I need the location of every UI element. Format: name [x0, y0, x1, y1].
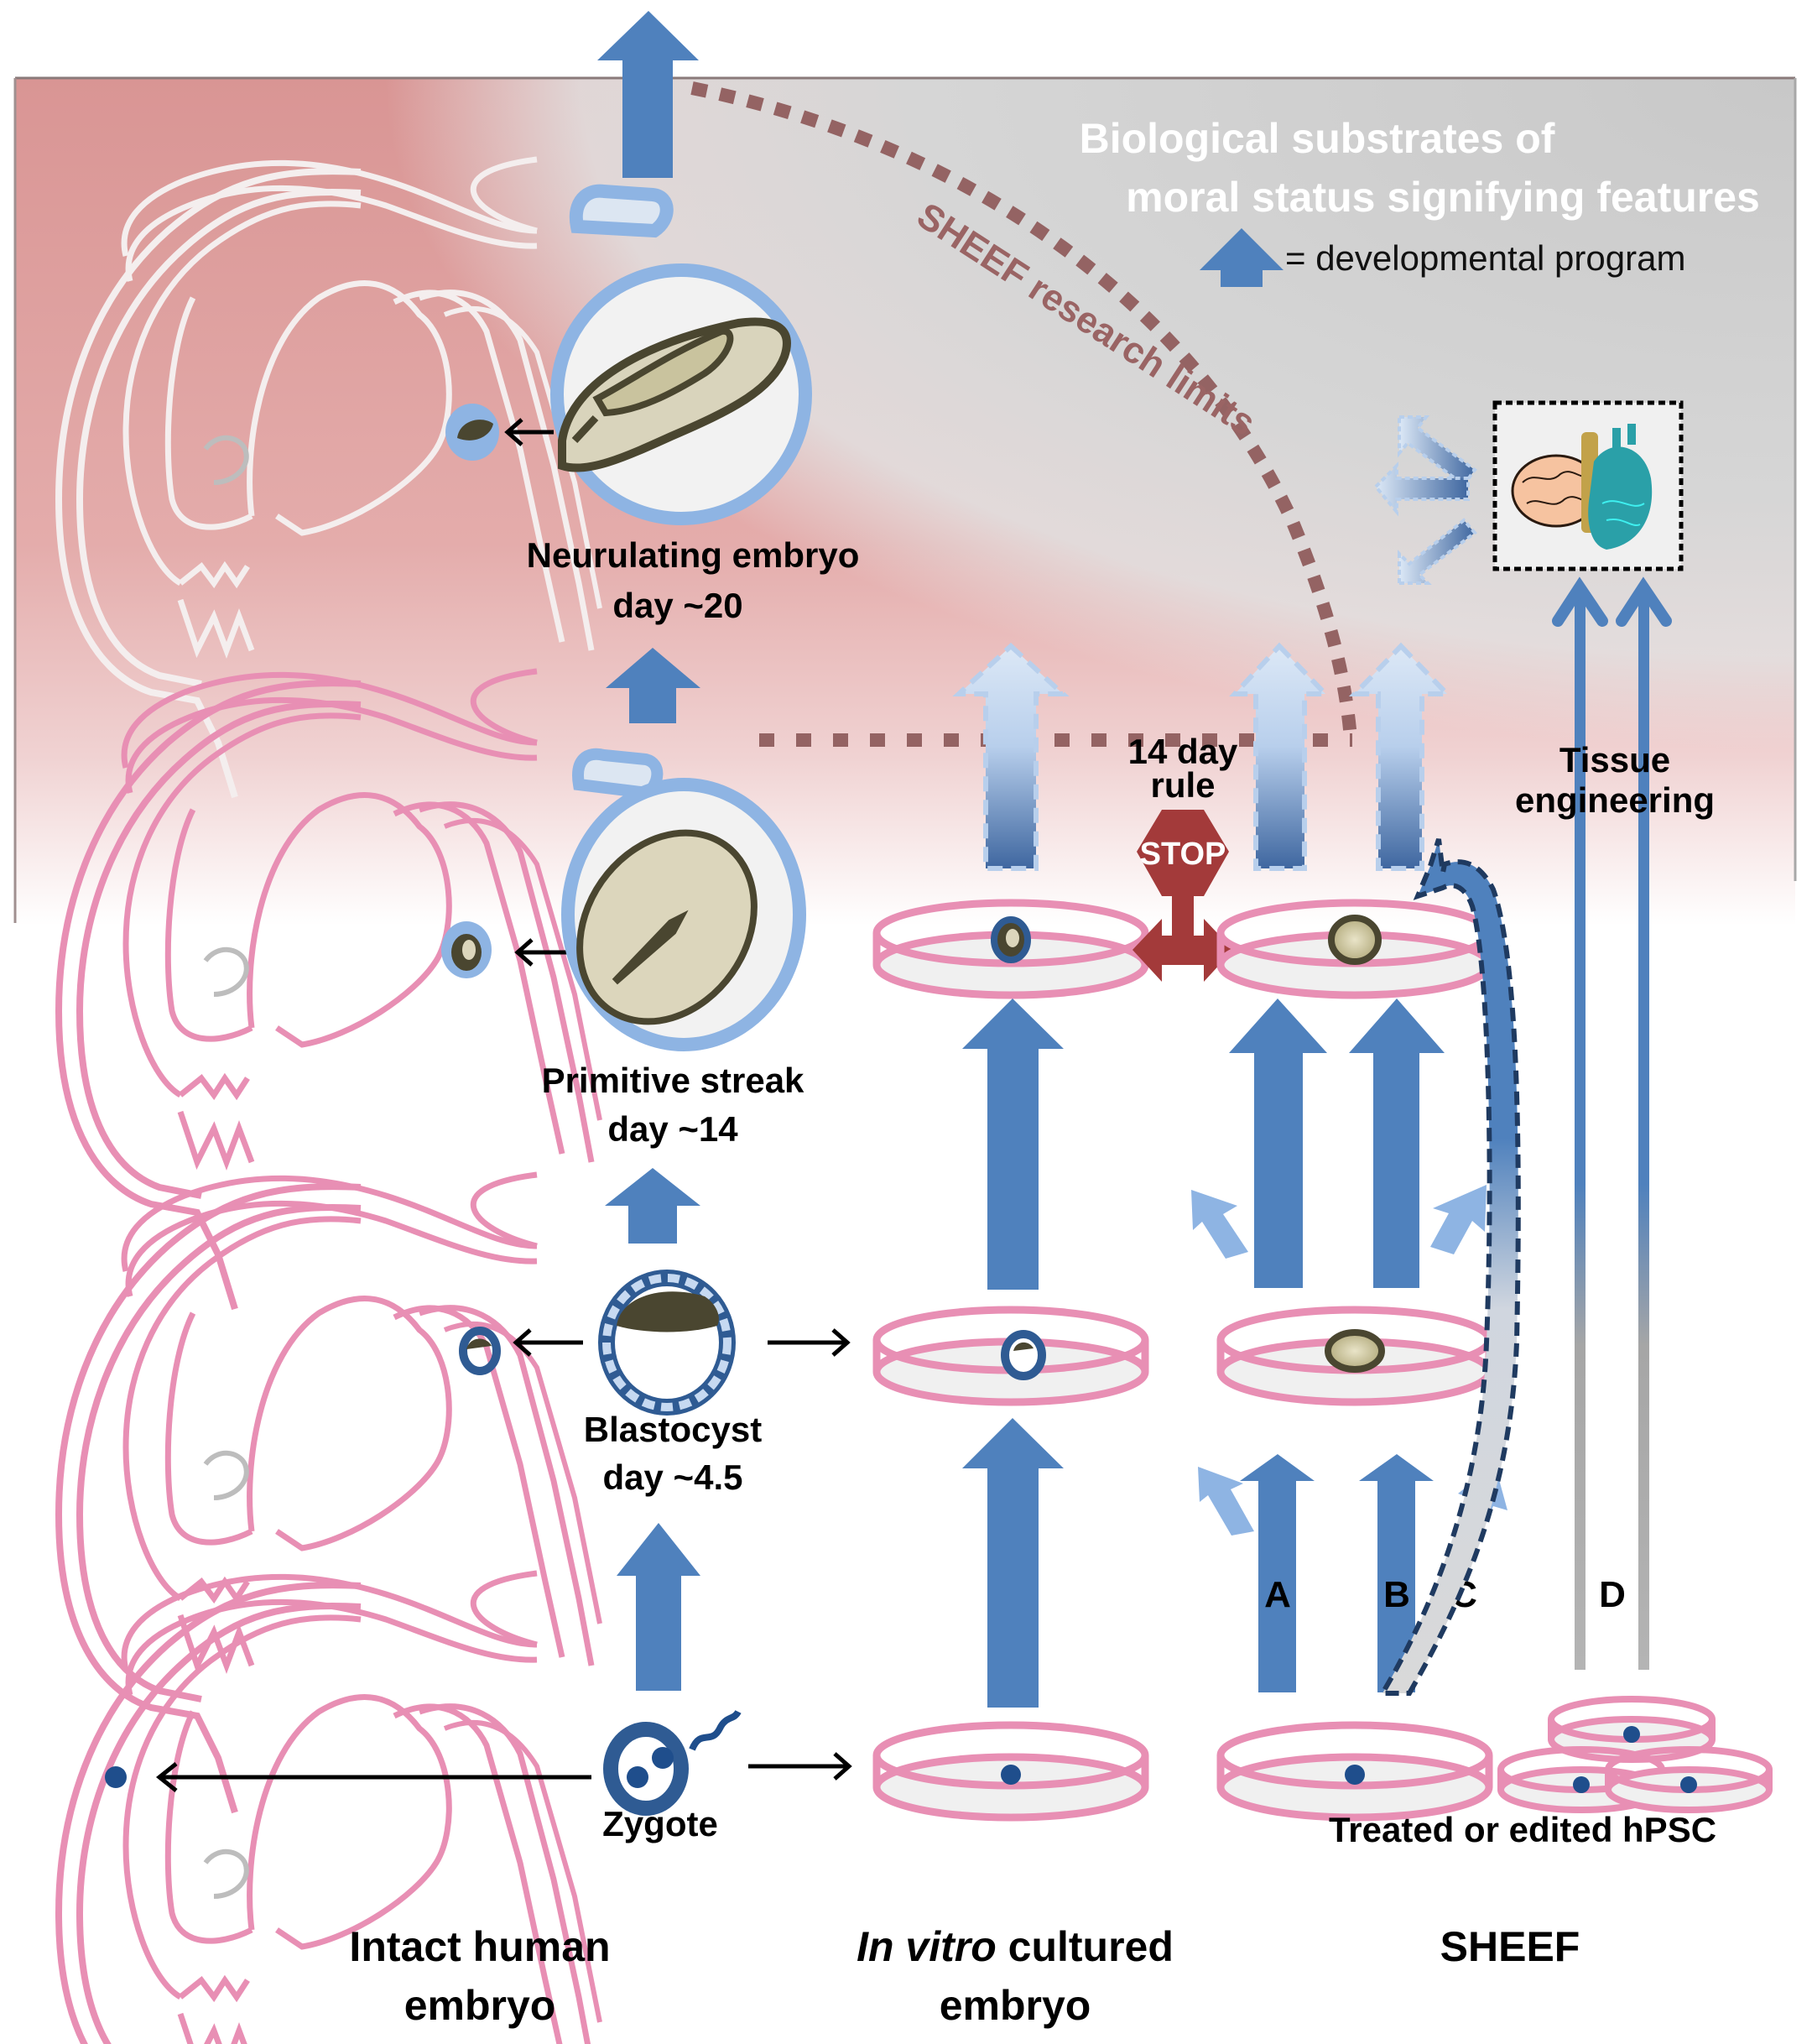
dish-in-vitro-middle [877, 1310, 1145, 1402]
divergent-arrow-lower-left [1198, 1467, 1254, 1536]
uterus-zygote [59, 1573, 600, 2044]
hpsc-dish-stack [1501, 1699, 1769, 1810]
column-label-intact-line1: Intact human [349, 1923, 610, 1970]
implanted-neurulating-embryo [445, 404, 499, 461]
ghost-arrow-in-vitro [952, 642, 1070, 871]
divergent-arrow-upper-left [1191, 1190, 1248, 1259]
blue-up-arrow-icon [1200, 228, 1284, 287]
developmental-arrow-sheef-upper-b [1349, 999, 1445, 1288]
stage-name-blastocyst: Blastocyst [584, 1410, 762, 1449]
path-letter-a: A [1264, 1574, 1291, 1615]
developmental-arrow-blastocyst-to-ps [605, 1168, 700, 1244]
ghost-arrow-sheef-b [1348, 642, 1454, 871]
divergent-arrow-upper-right [1430, 1185, 1487, 1254]
hpsc-label: Treated or edited hPSC [1329, 1810, 1716, 1849]
stage-to-uterus-arrows [155, 418, 852, 1792]
fourteen-day-rule-line2: rule [1150, 765, 1215, 805]
panel-title-line2: moral status signifying features [1126, 174, 1760, 221]
dish-sheef-middle [1221, 1310, 1489, 1402]
stage-name-primitive-streak: Primitive streak [542, 1061, 804, 1100]
dish-in-vitro-top [877, 903, 1145, 995]
ghost-arrow-sheef-a [1229, 642, 1332, 871]
developmental-arrow-path-a [1240, 1454, 1315, 1692]
column-label-in-vitro-italic: In vitro [857, 1923, 997, 1970]
column-label-in-vitro-rest: cultured [997, 1923, 1174, 1970]
curved-arrow-path-c [1377, 838, 1521, 1696]
stage-day-neurulating: day ~20 [612, 586, 742, 625]
dish-sheef-top [1221, 903, 1489, 995]
organ-ghost-arrows [1373, 415, 1477, 585]
stage-day-primitive-streak: day ~14 [607, 1109, 738, 1149]
implanted-blastocyst [459, 1327, 501, 1375]
column-label-in-vitro-line1: In vitro cultured [857, 1923, 1174, 1970]
dish-sheef-bottom [1221, 1725, 1489, 1817]
path-letter-b: B [1383, 1574, 1410, 1615]
primitive-streak-illustration [561, 748, 806, 1051]
stage-name-zygote: Zygote [602, 1804, 718, 1843]
zygote-illustration [603, 1709, 742, 1816]
developmental-arrow-in-vitro-lower [962, 1418, 1064, 1708]
stage-name-neurulating: Neurulating embryo [527, 535, 860, 575]
zygote-in-uterus [105, 1766, 127, 1788]
tissue-engineering-line2: engineering [1515, 780, 1715, 820]
developmental-arrow-top [597, 11, 699, 178]
research-limit-curve [690, 81, 1357, 739]
legend-text: = developmental program [1285, 238, 1685, 278]
developmental-arrow-in-vitro-upper [962, 999, 1064, 1290]
heart-icon [1581, 424, 1653, 550]
fourteen-day-rule-line1: 14 day [1128, 732, 1238, 771]
developmental-arrow-zygote-to-blastocyst [617, 1523, 700, 1691]
dish-in-vitro-bottom [877, 1725, 1145, 1817]
column-label-sheef: SHEEF [1440, 1923, 1580, 1970]
organ-box [1492, 400, 1684, 571]
stop-sign-label: STOP [1140, 837, 1226, 872]
column-label-in-vitro-line2: embryo [940, 1982, 1091, 2029]
stage-day-blastocyst: day ~4.5 [603, 1457, 743, 1497]
neurulating-embryo-illustration [550, 184, 812, 525]
legend: = developmental program [1200, 228, 1685, 287]
blastocyst-illustration [598, 1270, 736, 1416]
implanted-primitive-streak-embryo [441, 921, 492, 978]
column-label-intact-line2: embryo [404, 1982, 556, 2029]
tissue-engineering-lines [1552, 576, 1672, 1670]
stop-sign-icon [1132, 810, 1233, 982]
developmental-arrow-sheef-upper-a [1229, 999, 1327, 1288]
developmental-arrow-ps-to-neurulating [606, 648, 700, 723]
path-letter-d: D [1599, 1574, 1626, 1615]
tissue-engineering-line1: Tissue [1559, 740, 1670, 780]
panel-title-line1: Biological substrates of [1080, 115, 1555, 162]
